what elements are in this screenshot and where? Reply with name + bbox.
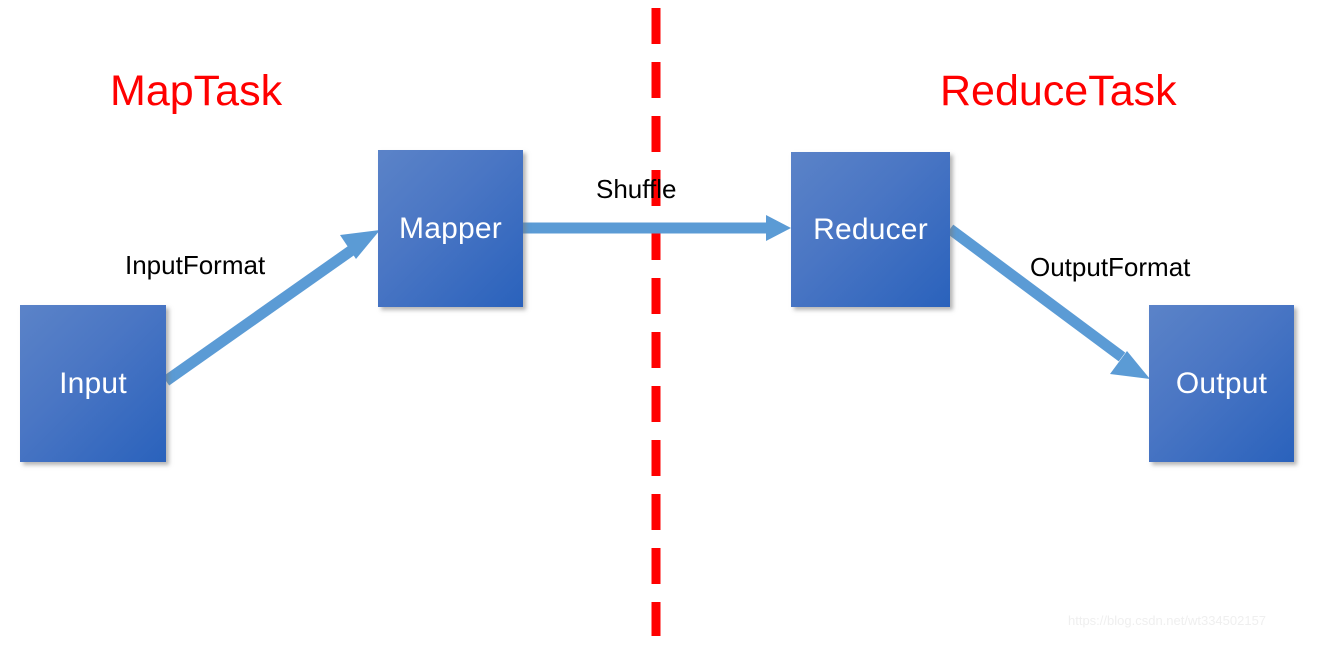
edge-label-shuffle: Shuffle [596, 174, 677, 204]
arrow-reducer-to-output [946, 224, 1150, 379]
node-output[interactable]: Output [1149, 305, 1294, 462]
arrow-input-to-mapper [162, 230, 380, 386]
edge-label-outputformat: OutputFormat [1030, 252, 1191, 282]
node-input[interactable]: Input [20, 305, 166, 462]
node-mapper[interactable]: Mapper [378, 150, 523, 307]
arrow-mapper-to-reducer [523, 215, 791, 241]
phase-title-reducetask: ReduceTask [940, 67, 1177, 115]
watermark-text: https://blog.csdn.net/wt334502157 [1068, 613, 1267, 628]
node-reducer[interactable]: Reducer [791, 152, 950, 307]
edge-label-inputformat: InputFormat [125, 250, 266, 280]
phase-title-maptask: MapTask [110, 67, 283, 115]
